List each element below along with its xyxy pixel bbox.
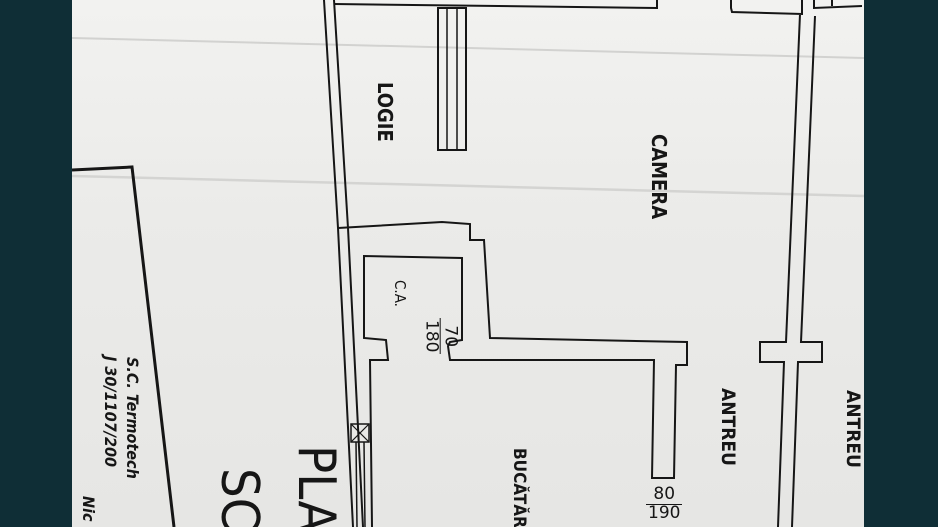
room-label-camera: CAMERA: [647, 134, 671, 220]
corridor-wall: [730, 0, 863, 527]
room-label-logie: LOGIE: [373, 82, 397, 142]
floor-plan-drawing: [72, 0, 864, 527]
room-label-bucatarie: BUCĂTĂR: [509, 448, 529, 527]
paper-crease: [72, 37, 864, 59]
top-wall: [333, 0, 658, 10]
room-label-ca: C.A.: [391, 280, 409, 307]
door-dimension-antreu: 80 190: [646, 484, 683, 523]
floor-plan-paper: LOGIE CAMERA ANTREU ANTREU C.A. BUCĂTĂR …: [72, 0, 864, 527]
interior-wall: [337, 220, 688, 527]
room-label-antreu-second: ANTREU: [842, 390, 864, 468]
door-dimension-ca: 70 180: [421, 318, 461, 355]
company-extra: Nic: [79, 496, 98, 522]
title-block-frame: [72, 165, 176, 527]
plan-title-line2: SC: [209, 468, 269, 527]
plan-title-line1: PLA: [286, 445, 346, 527]
paper-crease: [72, 174, 864, 198]
room-label-antreu: ANTREU: [717, 388, 739, 466]
window-element: [437, 7, 467, 151]
company-name: S.C. Termotech: [123, 357, 142, 479]
company-registration: J 30/1107/200: [101, 356, 120, 468]
window-marker: [350, 423, 370, 527]
